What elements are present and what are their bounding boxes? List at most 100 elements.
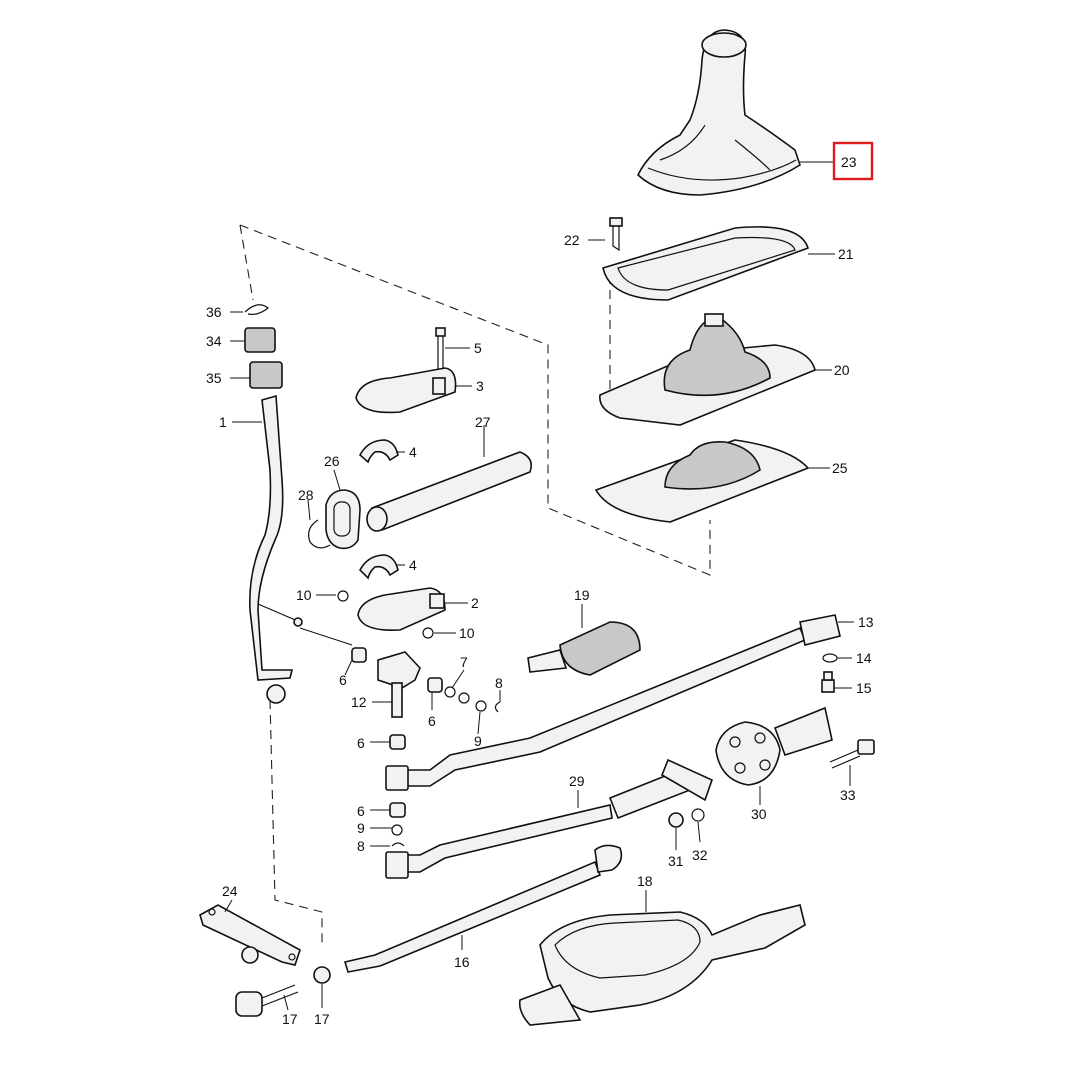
callout-23: 23: [841, 154, 857, 170]
nut-part: [313, 966, 331, 984]
half-bushing-part: [359, 554, 399, 580]
leader-28: [307, 499, 311, 521]
assembly-dashed-lines: [239, 224, 711, 948]
leader-9-a: [477, 711, 481, 735]
callout-34: 34: [206, 333, 222, 349]
callout-11: 12: [351, 694, 367, 710]
selector-lever-part: [377, 651, 421, 718]
callout-7: 7: [460, 654, 468, 670]
main-shift-rod-part: [385, 614, 841, 791]
bracket-plate-part: [199, 904, 301, 966]
callout-2: 2: [471, 595, 479, 611]
callout-19: 19: [574, 587, 590, 603]
long-shift-rod-part: [343, 844, 623, 973]
circlip-part: [391, 842, 405, 847]
callout-27: 27: [475, 414, 491, 430]
hex-bolt-part: [821, 671, 835, 693]
shift-console-housing-part: [518, 904, 806, 1026]
callout-29: 29: [569, 773, 585, 789]
clamp-housing-part: [355, 367, 457, 414]
callout-26: 26: [324, 453, 340, 469]
callout-20: 20: [834, 362, 850, 378]
flex-coupling-part: [715, 706, 833, 786]
lever-pin-line: [299, 627, 353, 646]
shift-rod-part: [385, 758, 713, 879]
callout-24: 24: [222, 883, 238, 899]
leader-6-a: [344, 659, 353, 676]
callout-17: 17: [314, 1011, 330, 1027]
callout-6-c: 6: [357, 735, 365, 751]
rubber-boot-plate-part: [599, 313, 816, 426]
callout-22: 22: [564, 232, 580, 248]
shift-lever-part: [248, 394, 303, 704]
callout-6-a: 6: [339, 672, 347, 688]
retaining-ring-part: [308, 519, 331, 549]
callout-1: 1: [219, 414, 227, 430]
callout-32: 32: [692, 847, 708, 863]
boot-base-plate-part: [594, 439, 810, 523]
callout-31: 31: [668, 853, 684, 869]
callout-30: 30: [751, 806, 767, 822]
callout-13: 14: [856, 650, 872, 666]
callout-18: 18: [637, 873, 653, 889]
ring-part: [444, 686, 456, 698]
circlip-part: [494, 701, 501, 713]
bushing-block-part: [244, 327, 283, 389]
callout-8-b: 8: [357, 838, 365, 854]
part-23-highlight-box: [832, 141, 874, 181]
callout-6-b: 6: [428, 713, 436, 729]
bushing-part: [389, 802, 406, 818]
callout-33: 33: [840, 787, 856, 803]
bushing-part: [351, 647, 367, 663]
guide-tube-part: [366, 451, 533, 532]
washer-part: [822, 653, 838, 663]
eye-bolt-part: [235, 984, 299, 1017]
callout-14: 15: [856, 680, 872, 696]
leader-16: [283, 994, 289, 1011]
bushing-part: [389, 734, 406, 750]
clamp-bolt-part: [435, 327, 446, 370]
gasket-frame-part: [602, 226, 809, 301]
guide-bracket-part: [325, 489, 361, 550]
callout-28: 28: [298, 487, 314, 503]
washer-part: [337, 590, 349, 602]
leader-24: [224, 899, 233, 913]
washer-part: [422, 627, 434, 639]
callout-9-a: 9: [474, 733, 482, 749]
callout-16: 17: [282, 1011, 298, 1027]
callout-5: 5: [474, 340, 482, 356]
callout-35: 35: [206, 370, 222, 386]
callout-3: 3: [476, 378, 484, 394]
coupling-bolt-part: [829, 739, 875, 769]
ring-part: [458, 692, 470, 704]
callout-15: 16: [454, 954, 470, 970]
callout-6-d: 6: [357, 803, 365, 819]
callout-10-right: 10: [459, 625, 475, 641]
callout-4-lower: 4: [409, 557, 417, 573]
rod-boot-part: [527, 621, 641, 676]
bolt-part: [609, 217, 623, 252]
half-bushing-part: [358, 439, 399, 464]
callout-labels: 23 21 22 20 25 36 34 35 1 5 3 4 4 27 26 …: [206, 154, 874, 1027]
clip-part: [244, 304, 269, 315]
ring-part: [391, 824, 403, 836]
washer-part: [691, 808, 705, 822]
nut-part: [668, 812, 684, 828]
callout-21: 21: [838, 246, 854, 262]
shift-boot-part: [637, 29, 801, 196]
callout-10-left: 10: [296, 587, 312, 603]
callout-4-upper: 4: [409, 444, 417, 460]
leader-7: [451, 669, 465, 689]
shift-housing-part: [357, 587, 446, 632]
callout-9-b: 9: [357, 820, 365, 836]
callout-36: 36: [206, 304, 222, 320]
ring-part: [475, 700, 487, 712]
callout-12: 13: [858, 614, 874, 630]
leader-26: [333, 469, 341, 491]
callout-25: 25: [832, 460, 848, 476]
bushing-part: [427, 677, 443, 693]
leader-32: [697, 821, 701, 843]
callout-8-a: 8: [495, 675, 503, 691]
